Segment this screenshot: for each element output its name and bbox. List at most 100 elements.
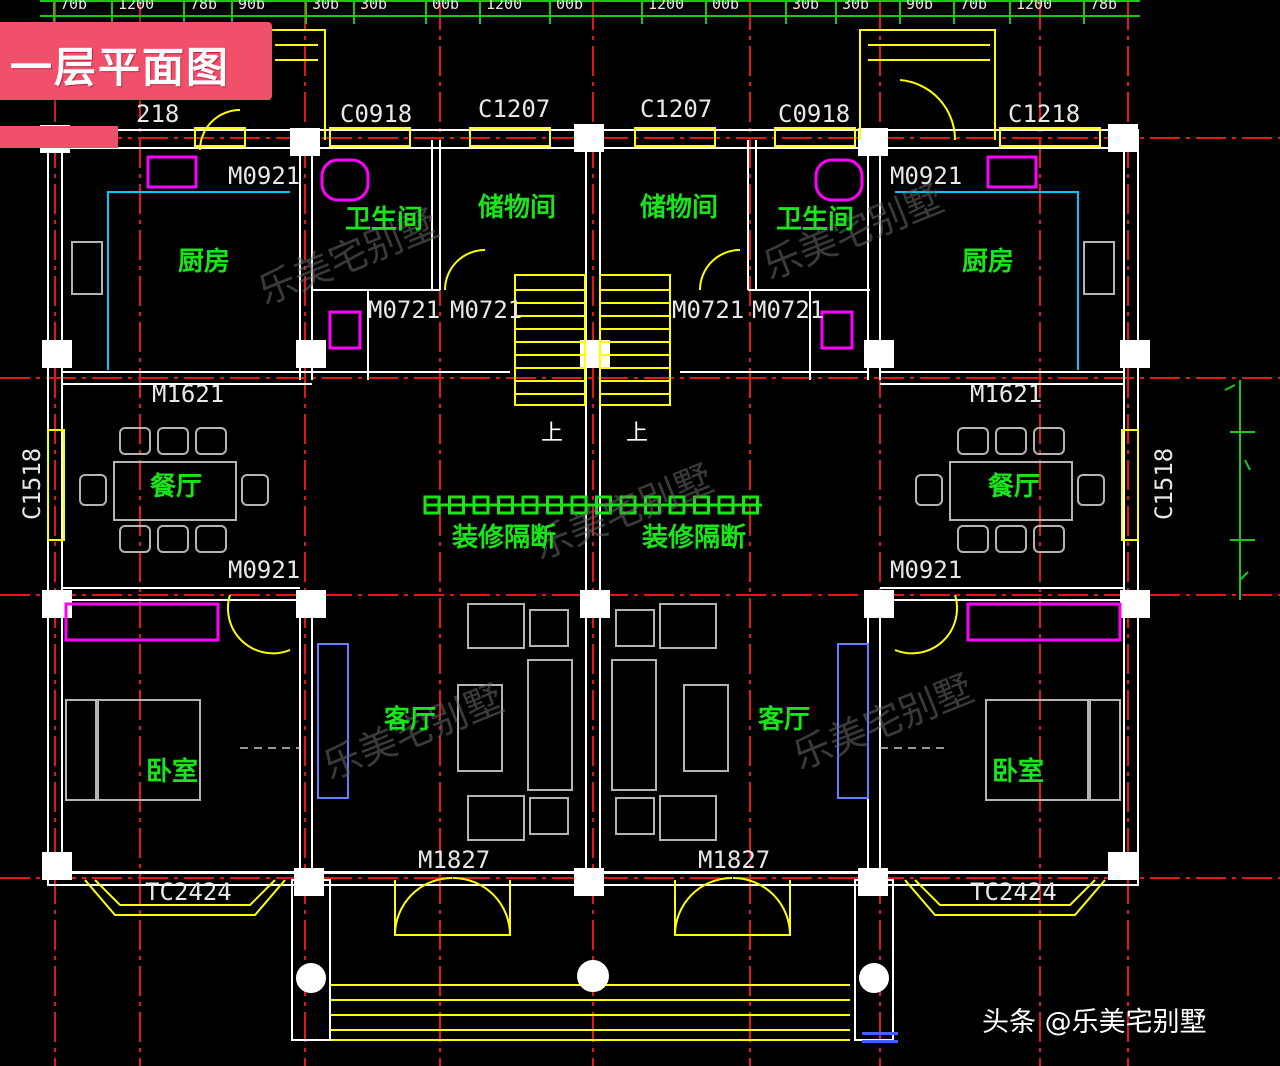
room-label: 餐厅 <box>150 472 202 502</box>
structural-columns <box>40 124 1150 896</box>
door-label: M0921 <box>890 556 962 584</box>
watermark-text: 乐美宅别墅 <box>787 666 980 778</box>
dimension-label: 30b <box>360 0 387 13</box>
column <box>574 868 604 896</box>
column <box>42 340 72 368</box>
dimension-label: 1200 <box>118 0 154 13</box>
dimension-label: 78b <box>1090 0 1117 13</box>
chair <box>1033 525 1065 553</box>
window-labels: 218 C0918 C1207 C1207 C0918 C1218 C1518 … <box>18 95 1178 906</box>
door-label: M1827 <box>698 846 770 874</box>
room-labels: 卫生间 储物间 储物间 卫生间 厨房 厨房 餐厅 餐厅 装修隔断 装修隔断 客厅… <box>146 192 1044 787</box>
window-label: C0918 <box>340 100 412 128</box>
partition-post <box>546 495 563 515</box>
partition-post <box>668 495 686 515</box>
window-label: C1518 <box>18 448 46 520</box>
dimension-label: 70b <box>960 0 987 13</box>
dimension-lines <box>40 0 1140 17</box>
partition-post <box>595 495 612 515</box>
partition-post <box>497 495 514 515</box>
chair <box>1077 474 1105 506</box>
room-label: 厨房 <box>962 247 1014 277</box>
window-label: TC2424 <box>970 878 1057 906</box>
stair-steps <box>515 289 670 395</box>
dimension-label: 30b <box>842 0 869 13</box>
watermarks: 乐美宅别墅 乐美宅别墅 乐美宅别墅 乐美宅别墅 乐美宅别墅 <box>252 176 980 788</box>
dimension-label: 78b <box>190 0 217 13</box>
chair <box>995 525 1027 553</box>
dining-chairs <box>79 427 1105 553</box>
chair <box>915 474 943 506</box>
chair <box>995 427 1027 455</box>
stair-labels: 上 上 <box>541 421 648 446</box>
column <box>290 128 320 156</box>
room-label: 装修隔断 <box>642 522 746 553</box>
dimension-label: 00b <box>432 0 459 13</box>
partition-post <box>619 495 637 515</box>
door-label: M0721 <box>450 296 522 324</box>
kitchen-counters <box>107 191 1079 370</box>
window-label: 218 <box>136 100 179 128</box>
chair <box>1033 427 1065 455</box>
dimension-label: 00b <box>712 0 739 13</box>
door-label: M0921 <box>228 556 300 584</box>
dimension-label: 1200 <box>486 0 522 13</box>
dimension-label: 70b <box>60 0 87 13</box>
chair <box>157 427 189 455</box>
room-label: 餐厅 <box>988 472 1040 502</box>
room-label: 客厅 <box>384 704 436 735</box>
door-label: M1621 <box>152 380 224 408</box>
bottom-marker <box>862 1032 898 1043</box>
chair <box>119 427 151 455</box>
column <box>864 590 894 618</box>
window-openings <box>47 29 1139 1041</box>
source-credit: 头条 @乐美宅别墅 <box>982 1007 1207 1038</box>
chair <box>119 525 151 553</box>
chair <box>195 427 227 455</box>
chair <box>957 427 989 455</box>
banner-title: 一层平面图 <box>10 43 231 92</box>
window-label: C1518 <box>1150 448 1178 520</box>
window-label: C1207 <box>478 95 550 123</box>
column <box>294 868 324 896</box>
door-label: M1827 <box>418 846 490 874</box>
furniture <box>65 241 1121 841</box>
door-labels: M0921 M0921 M0721 M0721 M0721 M0721 M162… <box>152 162 1042 874</box>
chair <box>157 525 189 553</box>
column <box>1120 340 1150 368</box>
room-label: 卧室 <box>992 756 1044 787</box>
door-label: M0921 <box>228 162 300 190</box>
chair <box>957 525 989 553</box>
title-banner: 一层平面图 <box>0 22 272 100</box>
partition-post <box>472 495 490 515</box>
sanitary-fixtures <box>64 155 1122 642</box>
chair <box>79 474 107 506</box>
column <box>1120 590 1150 618</box>
column <box>864 340 894 368</box>
door-label: M0721 <box>752 296 824 324</box>
room-label: 装修隔断 <box>452 522 556 553</box>
window-label: C1218 <box>1008 100 1080 128</box>
column <box>42 852 72 880</box>
partition-post <box>423 495 441 515</box>
room-label: 卫生间 <box>776 205 854 235</box>
stair-up-label: 上 <box>626 421 648 446</box>
stair-up-label: 上 <box>541 421 563 446</box>
dimension-label: 30b <box>312 0 339 13</box>
column <box>1108 124 1138 152</box>
partition-post <box>717 495 735 515</box>
dimension-label: 90b <box>238 0 265 13</box>
column <box>580 590 610 618</box>
column <box>296 340 326 368</box>
partition-post <box>448 495 465 515</box>
room-label: 卧室 <box>146 756 198 787</box>
room-label: 储物间 <box>640 192 718 223</box>
door-label: M1621 <box>970 380 1042 408</box>
column <box>858 868 888 896</box>
dimension-ticks <box>53 0 1085 24</box>
door-label: M0721 <box>672 296 744 324</box>
door-swings <box>199 79 958 936</box>
room-label: 客厅 <box>758 704 810 735</box>
